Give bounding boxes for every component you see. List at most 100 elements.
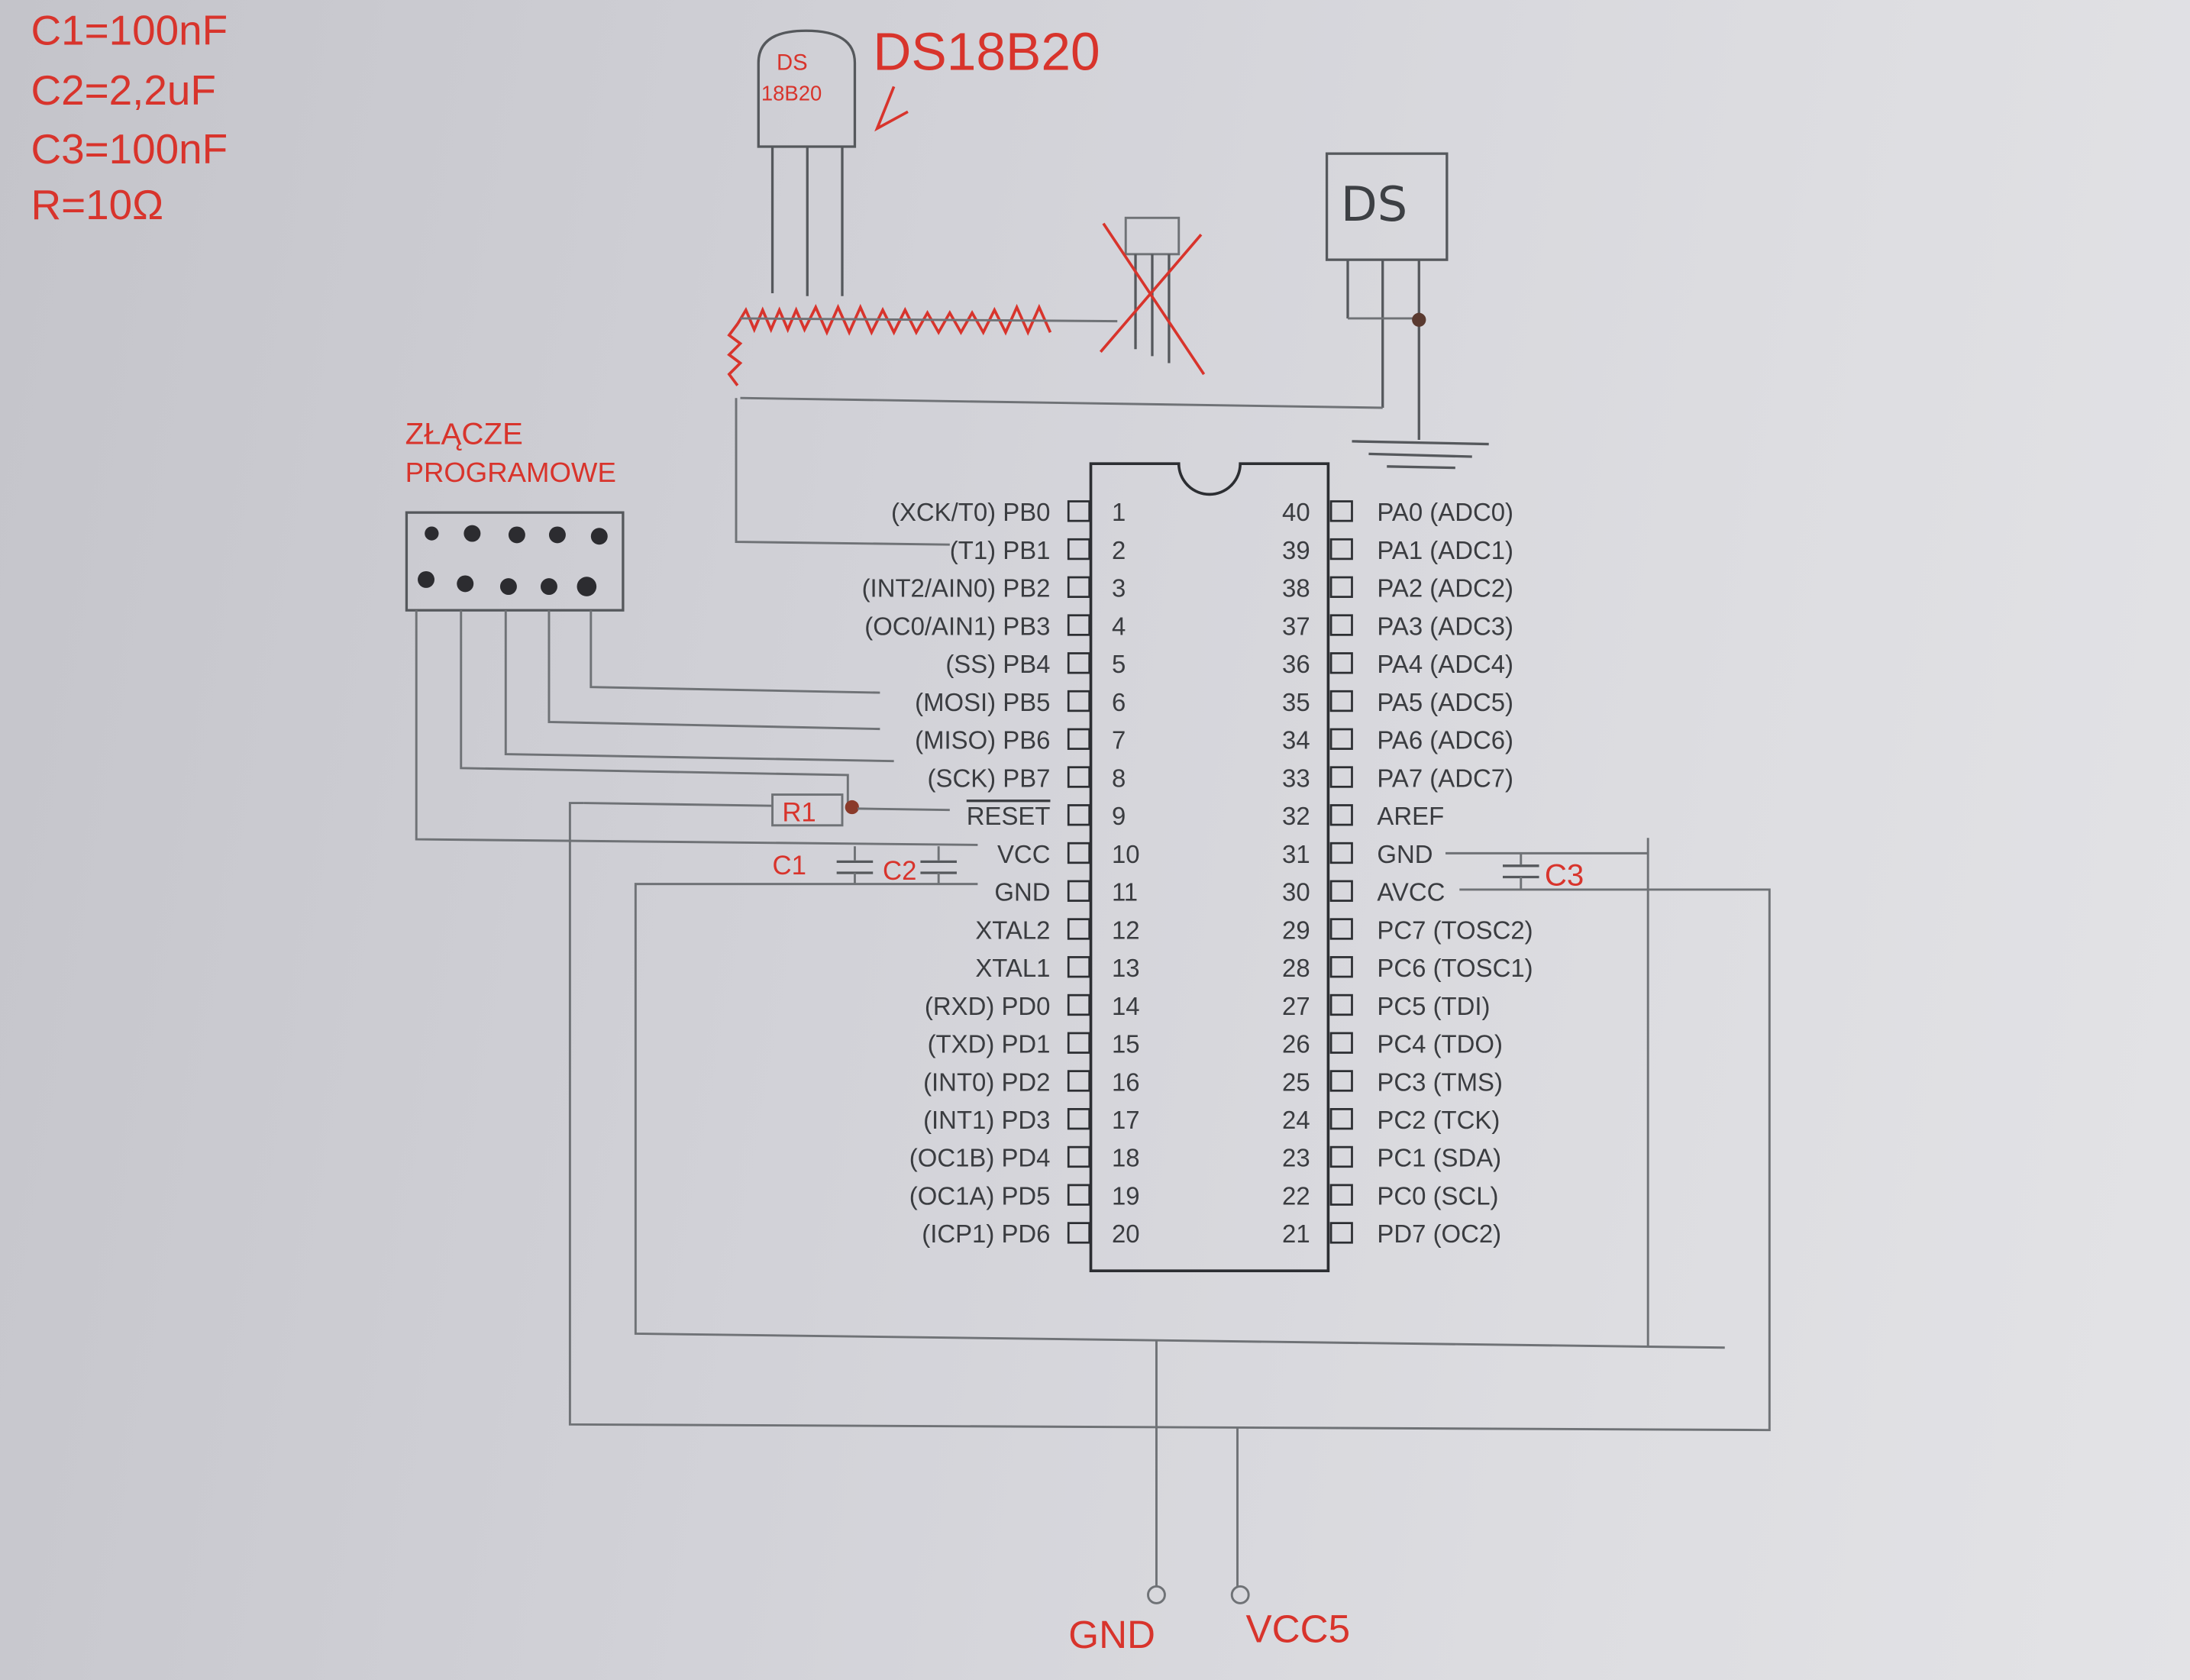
pin-pad [1067,766,1091,788]
pin-number: 32 [1282,802,1310,830]
pin-number: 2 [1112,536,1126,564]
pin-label: GND [994,878,1050,906]
pin-label: (MOSI) PB5 [915,688,1050,716]
pin-label: PC1 (SDA) [1377,1144,1501,1172]
pin-pad [1329,1070,1353,1092]
pin-pad [1329,993,1353,1016]
pin-label: AVCC [1377,878,1445,906]
pin-number: 7 [1112,726,1126,754]
pin-pad [1067,1184,1091,1206]
pin-label: PC0 (SCL) [1377,1181,1498,1210]
arrow-icon [874,86,909,132]
pin-pad [1067,842,1091,864]
pin-pad [1329,1108,1353,1130]
junction-dot [1412,312,1426,327]
pin-number: 10 [1112,840,1140,868]
pin-label: PA5 (ADC5) [1377,688,1513,716]
pin-number: 17 [1112,1106,1140,1134]
c1-label: C1 [773,851,806,880]
pin-label: (SCK) PB7 [928,764,1051,792]
pin-number: 22 [1282,1181,1310,1210]
pin-number: 25 [1282,1068,1310,1096]
pin-number: 11 [1112,878,1138,906]
pin-label: VCC [997,840,1050,868]
power-terminals: GND VCC5 [1068,1340,1350,1656]
ds-sensor-right: DS [1325,152,1489,470]
connector-header [405,511,625,612]
pin-label: (INT1) PD3 [923,1106,1050,1134]
pin-pad [1067,1032,1091,1054]
note-c3: C3=100nF [31,125,228,173]
pin-number: 5 [1112,650,1126,678]
pullup-resistor [736,303,1052,336]
ds-right-label: DS [1341,176,1407,232]
pin-pad [1067,918,1091,940]
pin-pad [1329,804,1353,826]
pin-label: (MISO) PB6 [915,726,1050,754]
pin-number: 13 [1112,954,1140,982]
pin-number: 36 [1282,650,1310,678]
pin-number: 30 [1282,878,1310,906]
pin-label: PA1 (ADC1) [1377,536,1513,564]
pin-number: 38 [1282,574,1310,603]
sensor-body-line1: DS [777,50,808,75]
pin-number: 37 [1282,612,1310,640]
pin-pad [1329,690,1353,712]
pin-pad [1329,880,1353,902]
pin-label: PA2 (ADC2) [1377,574,1513,603]
pin-label: AREF [1377,802,1444,830]
r1-resistor: R1 [583,793,950,827]
pin-pad [1067,1070,1091,1092]
pin-number: 16 [1112,1068,1140,1096]
pin-number: 14 [1112,992,1140,1020]
pin-number: 27 [1282,992,1310,1020]
pin-pad [1067,1108,1091,1130]
pin-label: PD7 (OC2) [1377,1220,1501,1248]
pin-label: XTAL1 [975,954,1050,982]
pin-number: 6 [1112,688,1126,716]
pin-pad [1067,614,1091,636]
pin-number: 15 [1112,1030,1140,1058]
pin-pad [1329,652,1353,674]
pin-pad [1067,804,1091,826]
c3-label: C3 [1545,858,1584,892]
pin-number: 12 [1112,916,1140,944]
programming-connector: ZŁĄCZE PROGRAMOWE [405,417,978,846]
pin-label: (ICP1) PD6 [922,1220,1050,1248]
pin-label: PC2 (TCK) [1377,1106,1500,1134]
pin-number: 31 [1282,840,1310,868]
pin-pad [1067,956,1091,978]
pin-number: 1 [1112,498,1126,526]
c2-capacitor: C2 [883,846,957,886]
note-r: R=10Ω [31,181,163,228]
c2-label: C2 [883,857,916,886]
cross-out-mark [1099,222,1206,376]
pin-pad [1329,766,1353,788]
pin-number: 9 [1112,802,1126,830]
pin-label: RESET [967,802,1051,830]
pin-label: PA0 (ADC0) [1377,498,1513,526]
note-c2: C2=2,2uF [31,66,215,114]
r1-label: R1 [782,798,816,827]
pin-number: 40 [1282,498,1310,526]
pin-number: 39 [1282,536,1310,564]
component-notes: C1=100nF C2=2,2uF C3=100nF R=10Ω [31,7,228,229]
connector-pins [418,525,608,596]
pin-label: (INT0) PD2 [923,1068,1050,1096]
ground-symbol-icon [1352,440,1489,470]
pin-label: (RXD) PD0 [925,992,1051,1020]
pin-label: (XCK/T0) PB0 [891,498,1050,526]
pin-pad [1329,918,1353,940]
crossed-out-sensor [1099,216,1206,376]
pin-label: PC7 (TOSC2) [1377,916,1533,944]
pin-label: GND [1377,840,1433,868]
pin-pad [1067,500,1091,522]
pin-number: 18 [1112,1144,1140,1172]
pin-pad [1329,1032,1353,1054]
vertical-resistor [727,323,743,386]
pin-pad [1067,538,1091,561]
pin-pad [1067,652,1091,674]
pin-number: 34 [1282,726,1310,754]
pin-number: 26 [1282,1030,1310,1058]
